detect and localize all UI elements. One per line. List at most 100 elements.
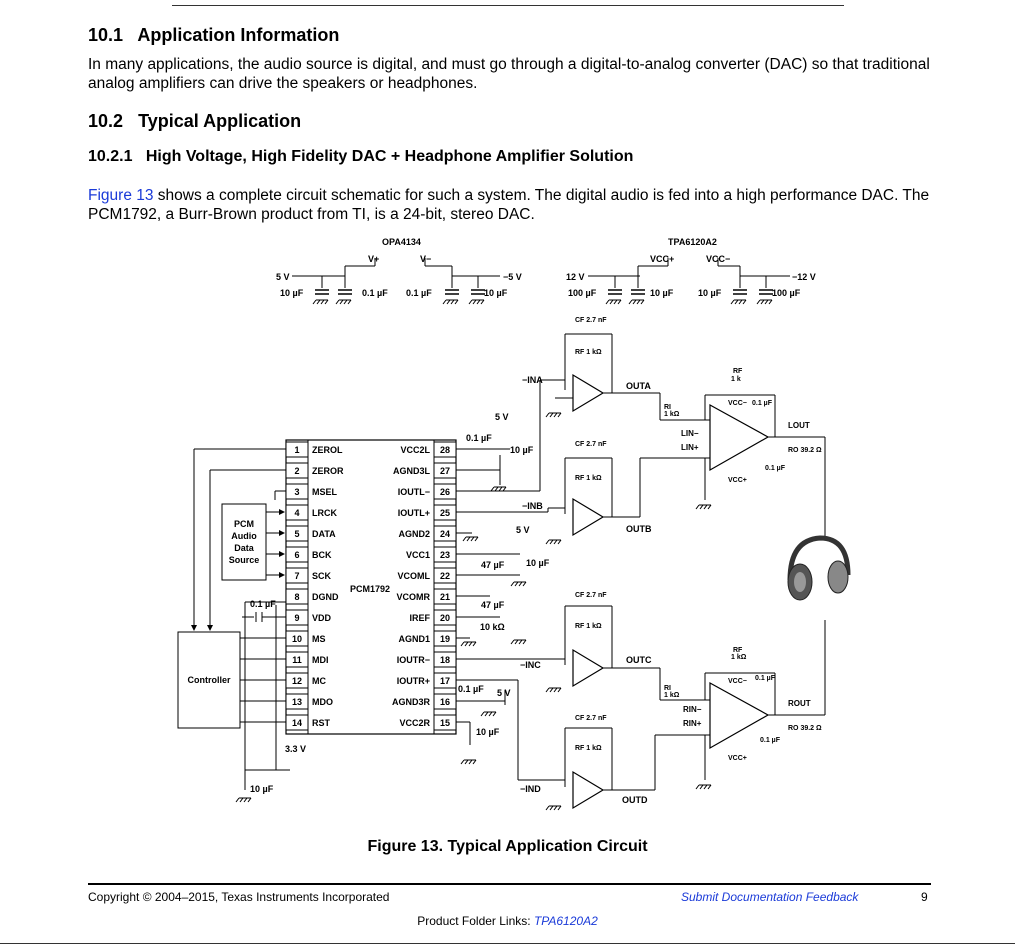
vccm-label: VCC− — [706, 254, 730, 264]
pin-number: 26 — [440, 487, 450, 497]
pin-name: LRCK — [312, 508, 337, 518]
pin-box — [285, 546, 309, 563]
cap-label: 10 µF — [280, 288, 304, 298]
svg-text:CF 2.7 nF: CF 2.7 nF — [575, 441, 607, 448]
supply-3v3-label: 3.3 V — [285, 744, 306, 754]
opa-supply-rails — [292, 258, 790, 288]
cap-label: 10 µF — [650, 288, 674, 298]
controller-wires — [191, 448, 290, 790]
pin-number: 18 — [440, 655, 450, 665]
svg-text:LOUT: LOUT — [788, 421, 810, 430]
svg-text:10 µF: 10 µF — [526, 558, 550, 568]
submit-feedback-link[interactable]: Submit Documentation Feedback — [681, 890, 859, 904]
cap-label: 0.1 µF — [250, 599, 276, 609]
svg-text:RF 1 kΩ: RF 1 kΩ — [575, 745, 602, 752]
figure-caption: Figure 13. Typical Application Circuit — [367, 838, 648, 855]
pin-name: IOUTR+ — [397, 676, 430, 686]
cap-label: 100 µF — [772, 288, 801, 298]
supply-minus5v-label: −5 V — [503, 272, 522, 282]
pin-number: 23 — [440, 550, 450, 560]
pin-name: IOUTL+ — [398, 508, 430, 518]
svg-text:0.1 µF: 0.1 µF — [458, 684, 484, 694]
pin-name: IREF — [409, 613, 430, 623]
pin-name: IOUTR− — [397, 655, 430, 665]
section-10-2-heading: 10.2 Typical Application — [88, 111, 301, 132]
pin-name: AGND3R — [392, 697, 431, 707]
svg-text:LIN+: LIN+ — [681, 443, 699, 452]
section-number: 10.2.1 — [88, 148, 133, 165]
body-text: shows a complete circuit schematic for s… — [88, 187, 930, 223]
supply-5v-label: 5 V — [276, 272, 290, 282]
svg-text:VCC−: VCC− — [728, 400, 747, 407]
svg-text:0.1 µF: 0.1 µF — [466, 433, 492, 443]
tpa-wires — [700, 394, 826, 780]
pin-box — [285, 567, 309, 584]
chip-right-wires — [456, 379, 565, 781]
bottom-rule — [0, 943, 1015, 944]
supply-12v-label: 12 V — [566, 272, 585, 282]
headphones-icon — [787, 535, 851, 601]
svg-text:RO 39.2 Ω: RO 39.2 Ω — [788, 725, 822, 732]
svg-text:VCC−: VCC− — [728, 678, 747, 685]
svg-text:0.1 µF: 0.1 µF — [760, 737, 781, 744]
opamp-labels: CF 2.7 nF CF 2.7 nF CF 2.7 nF CF 2.7 nF … — [520, 317, 652, 805]
cap-label: 100 µF — [568, 288, 597, 298]
opamp-b — [572, 498, 604, 536]
pcm-source-label: PCM Audio Data Source — [229, 519, 260, 565]
svg-text:OUTC: OUTC — [626, 655, 652, 665]
pin-number: 11 — [292, 655, 302, 665]
svg-text:VCC+: VCC+ — [728, 755, 747, 762]
product-folder-links: Product Folder Links: TPA6120A2 — [0, 914, 1015, 928]
svg-text:RF 1 kΩ: RF 1 kΩ — [575, 349, 602, 356]
section-title: Application Information — [137, 25, 340, 45]
cap-label: 0.1 µF — [362, 288, 388, 298]
svg-text:1 kΩ: 1 kΩ — [731, 654, 747, 661]
pin-number: 12 — [292, 676, 302, 686]
pin-name: MS — [312, 634, 326, 644]
pin-name: DATA — [312, 529, 336, 539]
pin-number: 21 — [440, 592, 450, 602]
svg-text:0.1 µF: 0.1 µF — [765, 465, 786, 472]
product-folder-prefix: Product Folder Links: — [417, 914, 534, 928]
figure-13-link[interactable]: Figure 13 — [88, 187, 154, 204]
svg-text:−INA: −INA — [522, 375, 543, 385]
pin-name: AGND2 — [398, 529, 430, 539]
pin-number: 25 — [440, 508, 450, 518]
cap-label: 0.1 µF — [406, 288, 432, 298]
svg-text:OUTB: OUTB — [626, 524, 652, 534]
svg-text:RF: RF — [733, 647, 743, 654]
product-link[interactable]: TPA6120A2 — [533, 914, 598, 928]
pin-number: 17 — [440, 676, 450, 686]
pin-number: 19 — [440, 634, 450, 644]
pin-name: VCC1 — [406, 550, 430, 560]
pin-number: 4 — [294, 508, 299, 518]
opamp-d — [572, 771, 604, 809]
pin-number: 6 — [294, 550, 299, 560]
svg-text:47 µF: 47 µF — [481, 600, 505, 610]
svg-text:LIN−: LIN− — [681, 429, 699, 438]
pin-number: 16 — [440, 697, 450, 707]
cap-label: 10 µF — [250, 784, 274, 794]
cap-label: 10 µF — [698, 288, 722, 298]
source-wires — [266, 490, 286, 578]
svg-text:10 kΩ: 10 kΩ — [480, 622, 505, 632]
pin-name: MC — [312, 676, 326, 686]
pin-number: 28 — [440, 445, 450, 455]
svg-text:RF 1 kΩ: RF 1 kΩ — [575, 475, 602, 482]
svg-text:1 kΩ: 1 kΩ — [664, 411, 680, 418]
pin-number: 9 — [294, 613, 299, 623]
pin-name: VDD — [312, 613, 332, 623]
pin-number: 7 — [294, 571, 299, 581]
pin-name: ZEROL — [312, 445, 343, 455]
pin-number: 22 — [440, 571, 450, 581]
section-10-1-body: In many applications, the audio source i… — [88, 56, 930, 92]
svg-text:−IND: −IND — [520, 784, 541, 794]
pin-number: 27 — [440, 466, 450, 476]
pin-name: IOUTL− — [398, 487, 430, 497]
pin-name: AGND1 — [398, 634, 430, 644]
pin-name: VCOML — [398, 571, 431, 581]
typical-application-circuit: OPA4134 TPA6120A2 5 V 10 µF 0.1 µF 0.1 µ… — [177, 237, 851, 811]
pin-number: 5 — [294, 529, 299, 539]
svg-text:1 kΩ: 1 kΩ — [664, 692, 680, 699]
